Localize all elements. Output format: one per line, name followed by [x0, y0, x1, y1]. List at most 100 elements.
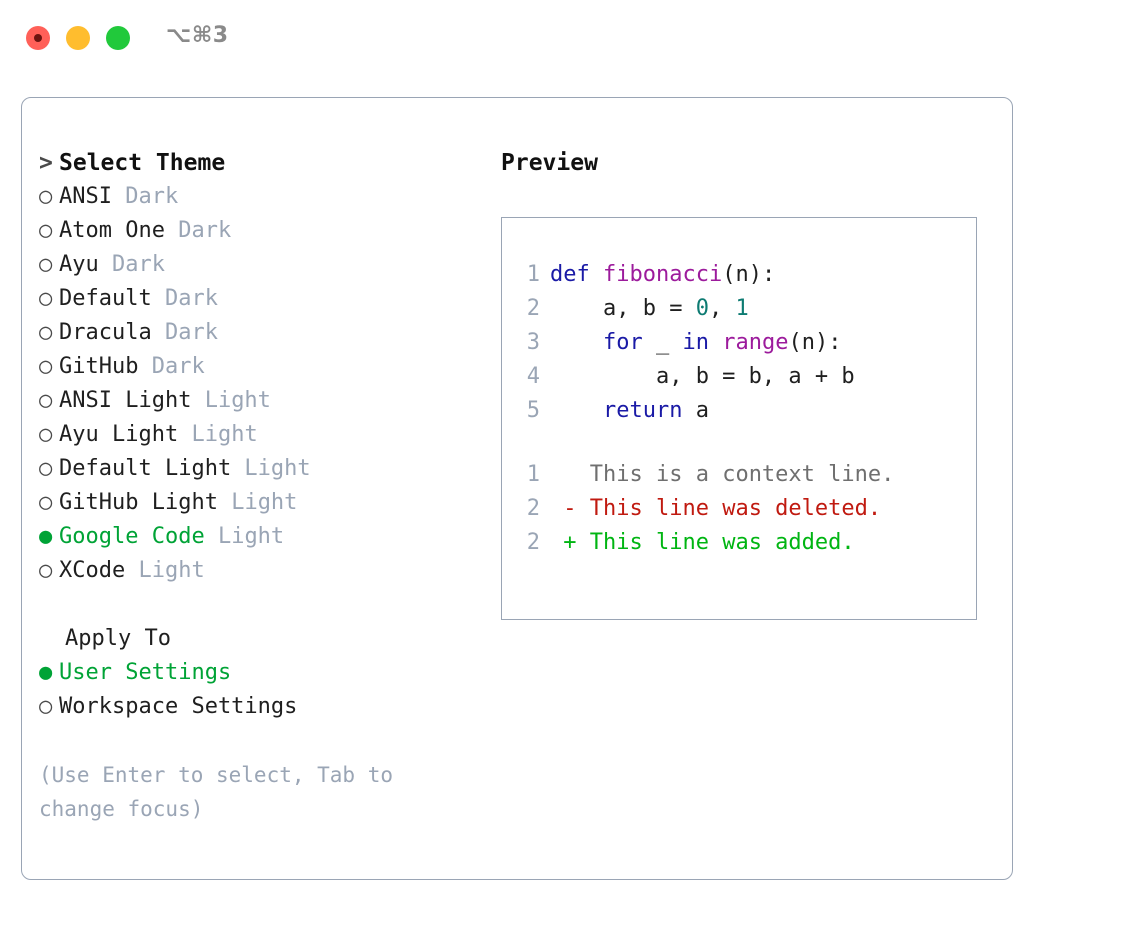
theme-option-label: ANSI Light [59, 388, 192, 413]
theme-option-label: ANSI [59, 184, 112, 209]
code-token-pl [550, 398, 603, 423]
code-token-pl: a, b = b, a + b [550, 364, 855, 389]
theme-option-ansi[interactable]: ○ANSI Dark [39, 180, 489, 214]
code-token-pl [590, 262, 603, 287]
apply-to-option-label: Workspace Settings [59, 694, 298, 719]
radio-unselected-icon: ○ [39, 558, 53, 583]
code-line: 3 for _ in range(n): [514, 326, 970, 360]
code-line-number: 3 [526, 330, 540, 355]
code-line-number: 4 [526, 364, 540, 389]
theme-option-label: GitHub [59, 354, 139, 379]
titlebar-shortcut-label: ⌥⌘3 [166, 23, 229, 48]
code-token-kw: for [602, 330, 643, 355]
code-token-pl: (n): [722, 262, 776, 287]
code-token-pl: _ [642, 330, 683, 355]
radio-unselected-icon: ○ [39, 218, 53, 243]
radio-unselected-icon: ○ [39, 354, 53, 379]
theme-selector-heading: > Select Theme [39, 146, 489, 180]
radio-unselected-icon: ○ [39, 388, 53, 413]
code-token-kw: return [602, 398, 683, 423]
theme-option-kind: Light [125, 558, 205, 583]
code-token-pl [709, 330, 722, 355]
diff-marker-ctx [550, 462, 590, 487]
theme-option-google-code[interactable]: ●Google Code Light [39, 520, 489, 554]
close-button[interactable] [26, 26, 50, 50]
diff-line-del: 2 - This line was deleted. [514, 492, 970, 526]
diff-line-ctx: 1 This is a context line. [514, 458, 970, 492]
theme-option-default-light[interactable]: ○Default Light Light [39, 452, 489, 486]
code-line: 4 a, b = b, a + b [514, 360, 970, 394]
theme-option-kind: Dark [164, 218, 232, 243]
theme-option-github-light[interactable]: ○GitHub Light Light [39, 486, 489, 520]
apply-to-option-workspace-settings[interactable]: ○Workspace Settings [39, 690, 489, 724]
radio-unselected-icon: ○ [39, 422, 53, 447]
diff-line-number: 2 [526, 530, 540, 555]
theme-option-ayu-light[interactable]: ○Ayu Light Light [39, 418, 489, 452]
radio-unselected-icon: ○ [39, 286, 53, 311]
preview-heading: Preview [501, 150, 598, 176]
theme-option-label: Atom One [59, 218, 165, 243]
theme-selector-column: > Select Theme ○ANSI Dark○Atom One Dark○… [39, 146, 489, 826]
theme-option-label: GitHub Light [59, 490, 218, 515]
code-line-number: 5 [526, 398, 540, 423]
theme-option-kind: Dark [151, 320, 218, 345]
diff-line-number: 1 [526, 462, 540, 487]
code-line: 2 a, b = 0, 1 [514, 292, 970, 326]
theme-option-atom-one[interactable]: ○Atom One Dark [39, 214, 489, 248]
theme-option-kind: Dark [151, 286, 218, 311]
theme-option-label: Ayu Light [59, 422, 179, 447]
theme-option-default[interactable]: ○Default Dark [39, 282, 489, 316]
theme-option-kind: Light [231, 456, 311, 481]
theme-option-xcode[interactable]: ○XCode Light [39, 554, 489, 588]
diff-marker-del: - [550, 496, 590, 521]
radio-unselected-icon: ○ [39, 252, 53, 277]
apply-to-option-user-settings[interactable]: ●User Settings [39, 656, 489, 690]
apply-to-list[interactable]: ●User Settings○Workspace Settings [39, 656, 489, 724]
diff-line-add: 2 + This line was added. [514, 526, 970, 560]
code-token-kw: def [550, 262, 590, 287]
theme-option-ayu[interactable]: ○Ayu Dark [39, 248, 489, 282]
theme-option-kind: Dark [98, 252, 165, 277]
radio-selected-icon: ● [39, 660, 53, 685]
apply-to-heading: Apply To [65, 626, 171, 651]
diff-line-text: This is a context line. [589, 462, 895, 487]
code-line: 5 return a [514, 394, 970, 428]
code-token-pl: (n): [788, 330, 842, 355]
code-token-pl [550, 330, 603, 355]
main-panel: > Select Theme ○ANSI Dark○Atom One Dark○… [21, 97, 1013, 880]
theme-option-label: Ayu [59, 252, 99, 277]
radio-selected-icon: ● [39, 524, 53, 549]
theme-option-label: Dracula [59, 320, 152, 345]
code-token-fn: range [722, 330, 789, 355]
code-token-pl: a, b = [550, 296, 696, 321]
theme-list[interactable]: ○ANSI Dark○Atom One Dark○Ayu Dark○Defaul… [39, 180, 489, 588]
code-token-fn: fibonacci [603, 262, 723, 287]
theme-option-github[interactable]: ○GitHub Dark [39, 350, 489, 384]
code-token-pl: , [708, 296, 736, 321]
diff-line-text: This line was added. [589, 530, 855, 555]
radio-unselected-icon: ○ [39, 456, 53, 481]
apply-to-option-label: User Settings [59, 660, 232, 685]
theme-option-label: Default [59, 286, 152, 311]
theme-option-kind: Light [217, 490, 298, 515]
radio-unselected-icon: ○ [39, 694, 53, 719]
theme-option-label: Google Code [59, 524, 205, 549]
code-token-num: 0 [695, 296, 709, 321]
theme-option-dracula[interactable]: ○Dracula Dark [39, 316, 489, 350]
maximize-button[interactable] [106, 26, 130, 50]
code-token-num: 1 [735, 296, 749, 321]
code-token-kw: in [682, 330, 709, 355]
apply-to-section: Apply To ●User Settings○Workspace Settin… [39, 622, 489, 724]
diff-line-number: 2 [526, 496, 540, 521]
minimize-button[interactable] [66, 26, 90, 50]
code-line-number: 2 [526, 296, 540, 321]
theme-option-ansi-light[interactable]: ○ANSI Light Light [39, 384, 489, 418]
radio-unselected-icon: ○ [39, 320, 53, 345]
preview-divider [514, 428, 970, 458]
code-token-pl: a [682, 398, 709, 423]
